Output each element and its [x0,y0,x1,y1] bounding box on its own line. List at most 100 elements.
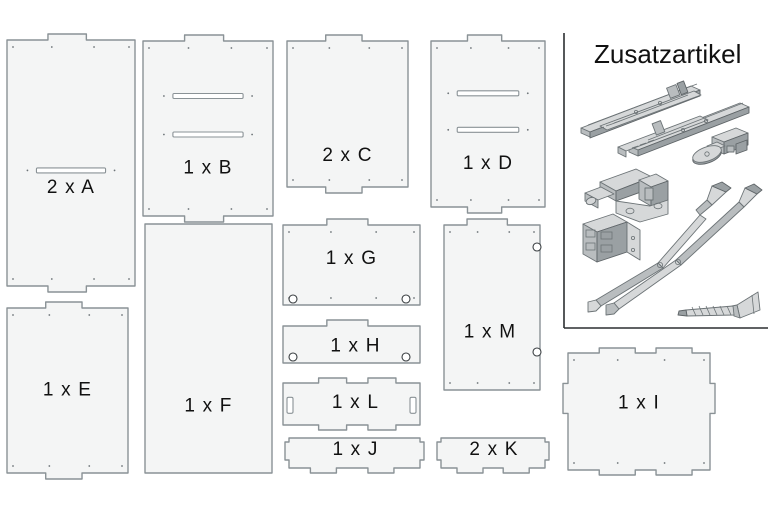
part-label-h: 1 x H [330,336,380,357]
drill-dot [292,179,294,181]
drill-dot [508,382,511,384]
drill-dot [266,208,268,210]
drill-dot [413,297,415,299]
part-label-i: 1 x I [618,393,660,414]
dowel-hole [401,352,411,362]
drill-dot [533,382,535,384]
drill-dot [26,169,29,172]
part-m: 1 x M [443,218,542,391]
part-outline [282,218,421,306]
part-label-j: 1 x J [332,439,378,460]
drill-dot [368,47,371,49]
drill-dot [328,179,331,181]
drill-dot [375,231,378,233]
dowel-hole [288,352,298,362]
lid-stay-left-icon [587,181,732,313]
drill-dot [187,208,190,210]
drill-dot [663,359,666,361]
panel-slot [172,92,244,100]
drill-dot [401,47,403,49]
part-label-k: 2 x K [469,439,518,460]
part-g: 1 x G [282,218,421,306]
drill-dot [447,128,450,131]
drill-dot [449,382,451,384]
part-f: 1 x F [144,223,273,474]
drill-dot [476,231,479,233]
wood-screw-icon [677,291,761,319]
drill-dot [266,47,268,49]
cabinet-hinge-icon [584,168,669,223]
part-label-a: 2 x A [47,177,95,198]
drill-dot [616,462,619,464]
drill-dot [163,133,165,136]
panel-slot [456,126,520,133]
drill-dot [533,231,535,233]
part-e: 1 x E [6,301,129,480]
extras-section-title: Zusatzartikel [594,39,741,69]
drill-dot [48,314,51,316]
drill-dot [121,465,123,467]
drill-dot [368,179,371,181]
drill-dot [128,46,130,48]
drill-dot [507,199,510,201]
drill-dot [375,297,378,299]
drill-dot [436,199,438,201]
drill-dot [436,47,438,49]
part-outline [6,301,129,480]
drill-dot [330,231,332,233]
drill-dot [88,465,91,467]
drill-dot [251,133,254,136]
drill-dot [288,231,290,233]
strike-plate-icon [692,145,722,165]
drill-dot [573,359,575,361]
drill-dot [616,359,619,361]
drill-dot [476,382,479,384]
drill-dot [449,231,451,233]
extras-divider [563,33,768,329]
dowel-hole [532,347,542,357]
part-l: 1 x L [282,377,421,431]
drill-dot [12,465,14,467]
drawer-slide-right-icon [617,102,750,158]
part-outline [562,347,716,476]
drill-dot [470,47,472,49]
part-label-d: 1 x D [463,153,513,174]
drill-dot [573,462,575,464]
part-outline [436,437,550,474]
part-a: 2 x A [6,33,136,293]
drill-dot [12,46,14,48]
drill-dot [526,128,529,131]
part-outline [430,34,546,214]
drill-dot [48,465,51,467]
part-c: 2 x C [286,34,409,194]
part-h: 1 x H [282,319,421,364]
part-label-f: 1 x F [184,396,232,417]
part-label-c: 2 x C [322,145,372,166]
drill-dot [230,47,233,49]
part-label-e: 1 x E [43,380,92,401]
drill-dot [12,278,14,280]
part-outline [284,437,425,474]
drill-dot [703,359,705,361]
drawer-slide-left-icon [580,80,702,139]
drill-dot [128,278,130,280]
drill-dot [230,208,233,210]
drill-dot [12,314,14,316]
part-k: 2 x K [436,437,550,474]
part-label-m: 1 x M [464,322,516,343]
drill-dot [703,462,705,464]
drill-dot [93,46,95,48]
hardware-illustrations [580,80,763,319]
panel-slot [172,131,244,138]
drill-dot [538,199,540,201]
vertical-slot [409,396,417,414]
drill-dot [93,278,95,280]
corner-bracket-icon [582,213,641,263]
part-outline [282,377,421,431]
vertical-slot [286,396,294,414]
dowel-hole [401,294,411,304]
drill-dot [50,46,53,48]
part-i: 1 x I [562,347,716,476]
dowel-hole [288,294,298,304]
